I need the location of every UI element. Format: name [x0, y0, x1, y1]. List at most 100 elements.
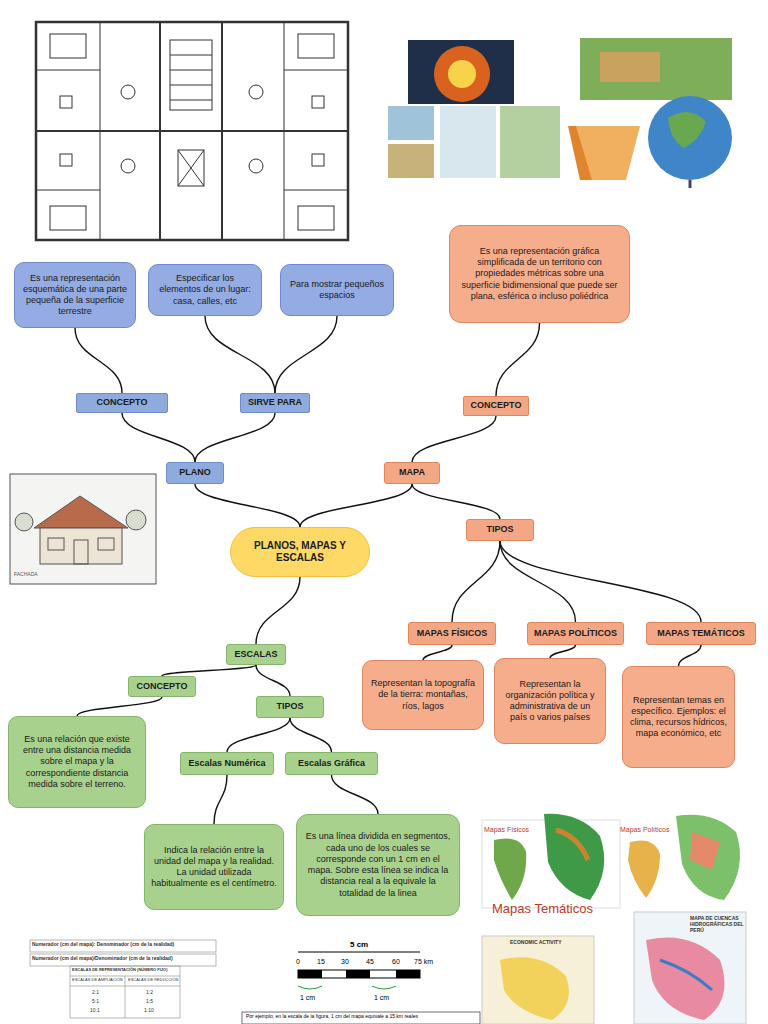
earth-core — [434, 46, 490, 102]
category-box: CONCEPTO — [463, 396, 529, 416]
picture-caption: ECONOMIC ACTIVITY — [510, 940, 590, 946]
table-cell: ESCALAS DE REPRESENTACIÓN (NÚMERO FIJO) — [72, 968, 180, 973]
table-cell: ESCALAS DE AMPLIACIÓN — [72, 978, 124, 983]
plan-wall — [36, 190, 100, 191]
description-leaf: Representan temas en específico. Ejemplo… — [622, 666, 735, 768]
branch-connector — [452, 541, 500, 622]
description-leaf: Es una línea dividida en segmentos, cada… — [296, 814, 460, 916]
picture-caption: Mapas Políticos — [620, 826, 684, 834]
table — [249, 159, 263, 173]
node-text: Indica la relación entre la unidad del m… — [151, 845, 277, 890]
stair — [170, 40, 212, 110]
relief-photo — [580, 38, 732, 100]
picture-caption: Mapas Físicos — [484, 826, 544, 834]
table-line — [125, 976, 126, 1018]
picture-caption: Mapas Temáticos — [492, 902, 622, 917]
category-box: TIPOS — [466, 519, 534, 541]
node-text: Es una línea dividida en segmentos, cada… — [303, 831, 453, 899]
house-wall — [40, 528, 122, 564]
topic-box: PLANO — [166, 462, 224, 484]
node-text: Es una representación gráfica simplifica… — [456, 246, 623, 302]
relief-detail — [600, 52, 660, 82]
scale-table — [30, 940, 216, 1018]
stair-step — [170, 70, 212, 71]
branch-connector — [423, 645, 452, 660]
plan-outline — [36, 22, 348, 240]
node-text: Es una relación que existe entre una dis… — [15, 734, 139, 790]
node-text: MAPAS FÍSICOS — [417, 628, 487, 639]
category-box: TIPOS — [256, 696, 324, 718]
globe-stand — [689, 180, 692, 188]
unit-label: 1 cm — [374, 994, 404, 1002]
plan-wall — [284, 70, 348, 71]
map-pictures — [482, 814, 746, 1024]
plan-wall — [36, 130, 348, 132]
table — [121, 159, 135, 173]
branch-connector — [496, 323, 540, 396]
drawing-caption: FACHADA — [14, 572, 54, 578]
map-type-box: MAPAS POLÍTICOS — [527, 622, 624, 645]
tree — [15, 513, 33, 531]
node-text: ESCALAS — [234, 649, 277, 660]
description-leaf: Representan la topografía de la tierra: … — [362, 660, 484, 730]
weather-map — [388, 106, 434, 140]
stair-step — [170, 85, 212, 86]
plan-wall — [221, 22, 223, 240]
scale-tick: 60 — [392, 958, 406, 966]
hydro-river — [660, 960, 712, 990]
map-thumbnail — [440, 106, 496, 178]
house-sketch — [10, 474, 156, 584]
topic-box: ESCALAS — [226, 644, 286, 665]
economic-map — [482, 936, 594, 1024]
tree — [126, 510, 146, 530]
fixture — [312, 154, 324, 166]
physical-map — [544, 814, 604, 900]
node-text: CONCEPTO — [137, 681, 188, 692]
node-text: MAPA — [399, 467, 425, 478]
branch-connector — [227, 718, 290, 752]
example-note: Por ejemplo, en la escala de la figura, … — [246, 1014, 478, 1020]
bed — [50, 206, 86, 230]
elevator-cross — [178, 150, 204, 186]
scale-tick: 75 km — [414, 958, 448, 966]
description-leaf: Representan la organización política y a… — [494, 658, 606, 744]
earth-cut-photo — [408, 40, 514, 104]
plan-wall — [100, 22, 101, 240]
stair-step — [170, 55, 212, 56]
branch-connector — [290, 718, 332, 752]
topic-box: MAPA — [384, 462, 440, 484]
political-map — [628, 841, 660, 899]
table-cell: 2:1 — [92, 990, 112, 996]
scale-tick: 15 — [317, 958, 331, 966]
node-text: Representan temas en específico. Ejemplo… — [629, 695, 728, 740]
branch-connector — [300, 484, 412, 527]
concept-leaf: Es una representación gráfica simplifica… — [449, 225, 630, 323]
table-cell: 1:2 — [146, 990, 166, 996]
branch-connector — [256, 577, 300, 644]
stair-step — [170, 100, 212, 101]
fixture — [312, 96, 324, 108]
node-text: Para mostrar pequeños espacios — [287, 279, 387, 302]
table-frame — [70, 966, 180, 1018]
branch-connector — [162, 665, 256, 676]
plan-wall — [159, 22, 161, 240]
table-cell: Numerador (cm del mapa): Denominador (cm… — [32, 942, 216, 948]
map-type-box: MAPAS TEMÁTICOS — [646, 622, 756, 645]
house-door — [74, 540, 88, 564]
node-text: Representan la topografía de la tierra: … — [369, 678, 477, 712]
political-region — [690, 832, 720, 870]
house-roof — [34, 496, 128, 528]
fixture — [60, 154, 72, 166]
branch-connector — [332, 775, 379, 814]
graphic-scale — [242, 952, 480, 1024]
bed — [298, 34, 334, 58]
node-text: PLANOS, MAPAS Y ESCALAS — [237, 540, 363, 565]
globe-land — [668, 112, 706, 148]
table-cell: Numerador (cm del mapa)/Denominador (cm … — [32, 956, 216, 962]
branch-connector — [500, 541, 701, 622]
concept-leaf: Es una relación que existe entre una dis… — [8, 716, 146, 808]
branch-connector — [205, 316, 275, 393]
description-leaf: Indica la relación entre la unidad del m… — [144, 824, 284, 910]
category-box: CONCEPTO — [76, 393, 168, 413]
table-line — [70, 986, 180, 987]
